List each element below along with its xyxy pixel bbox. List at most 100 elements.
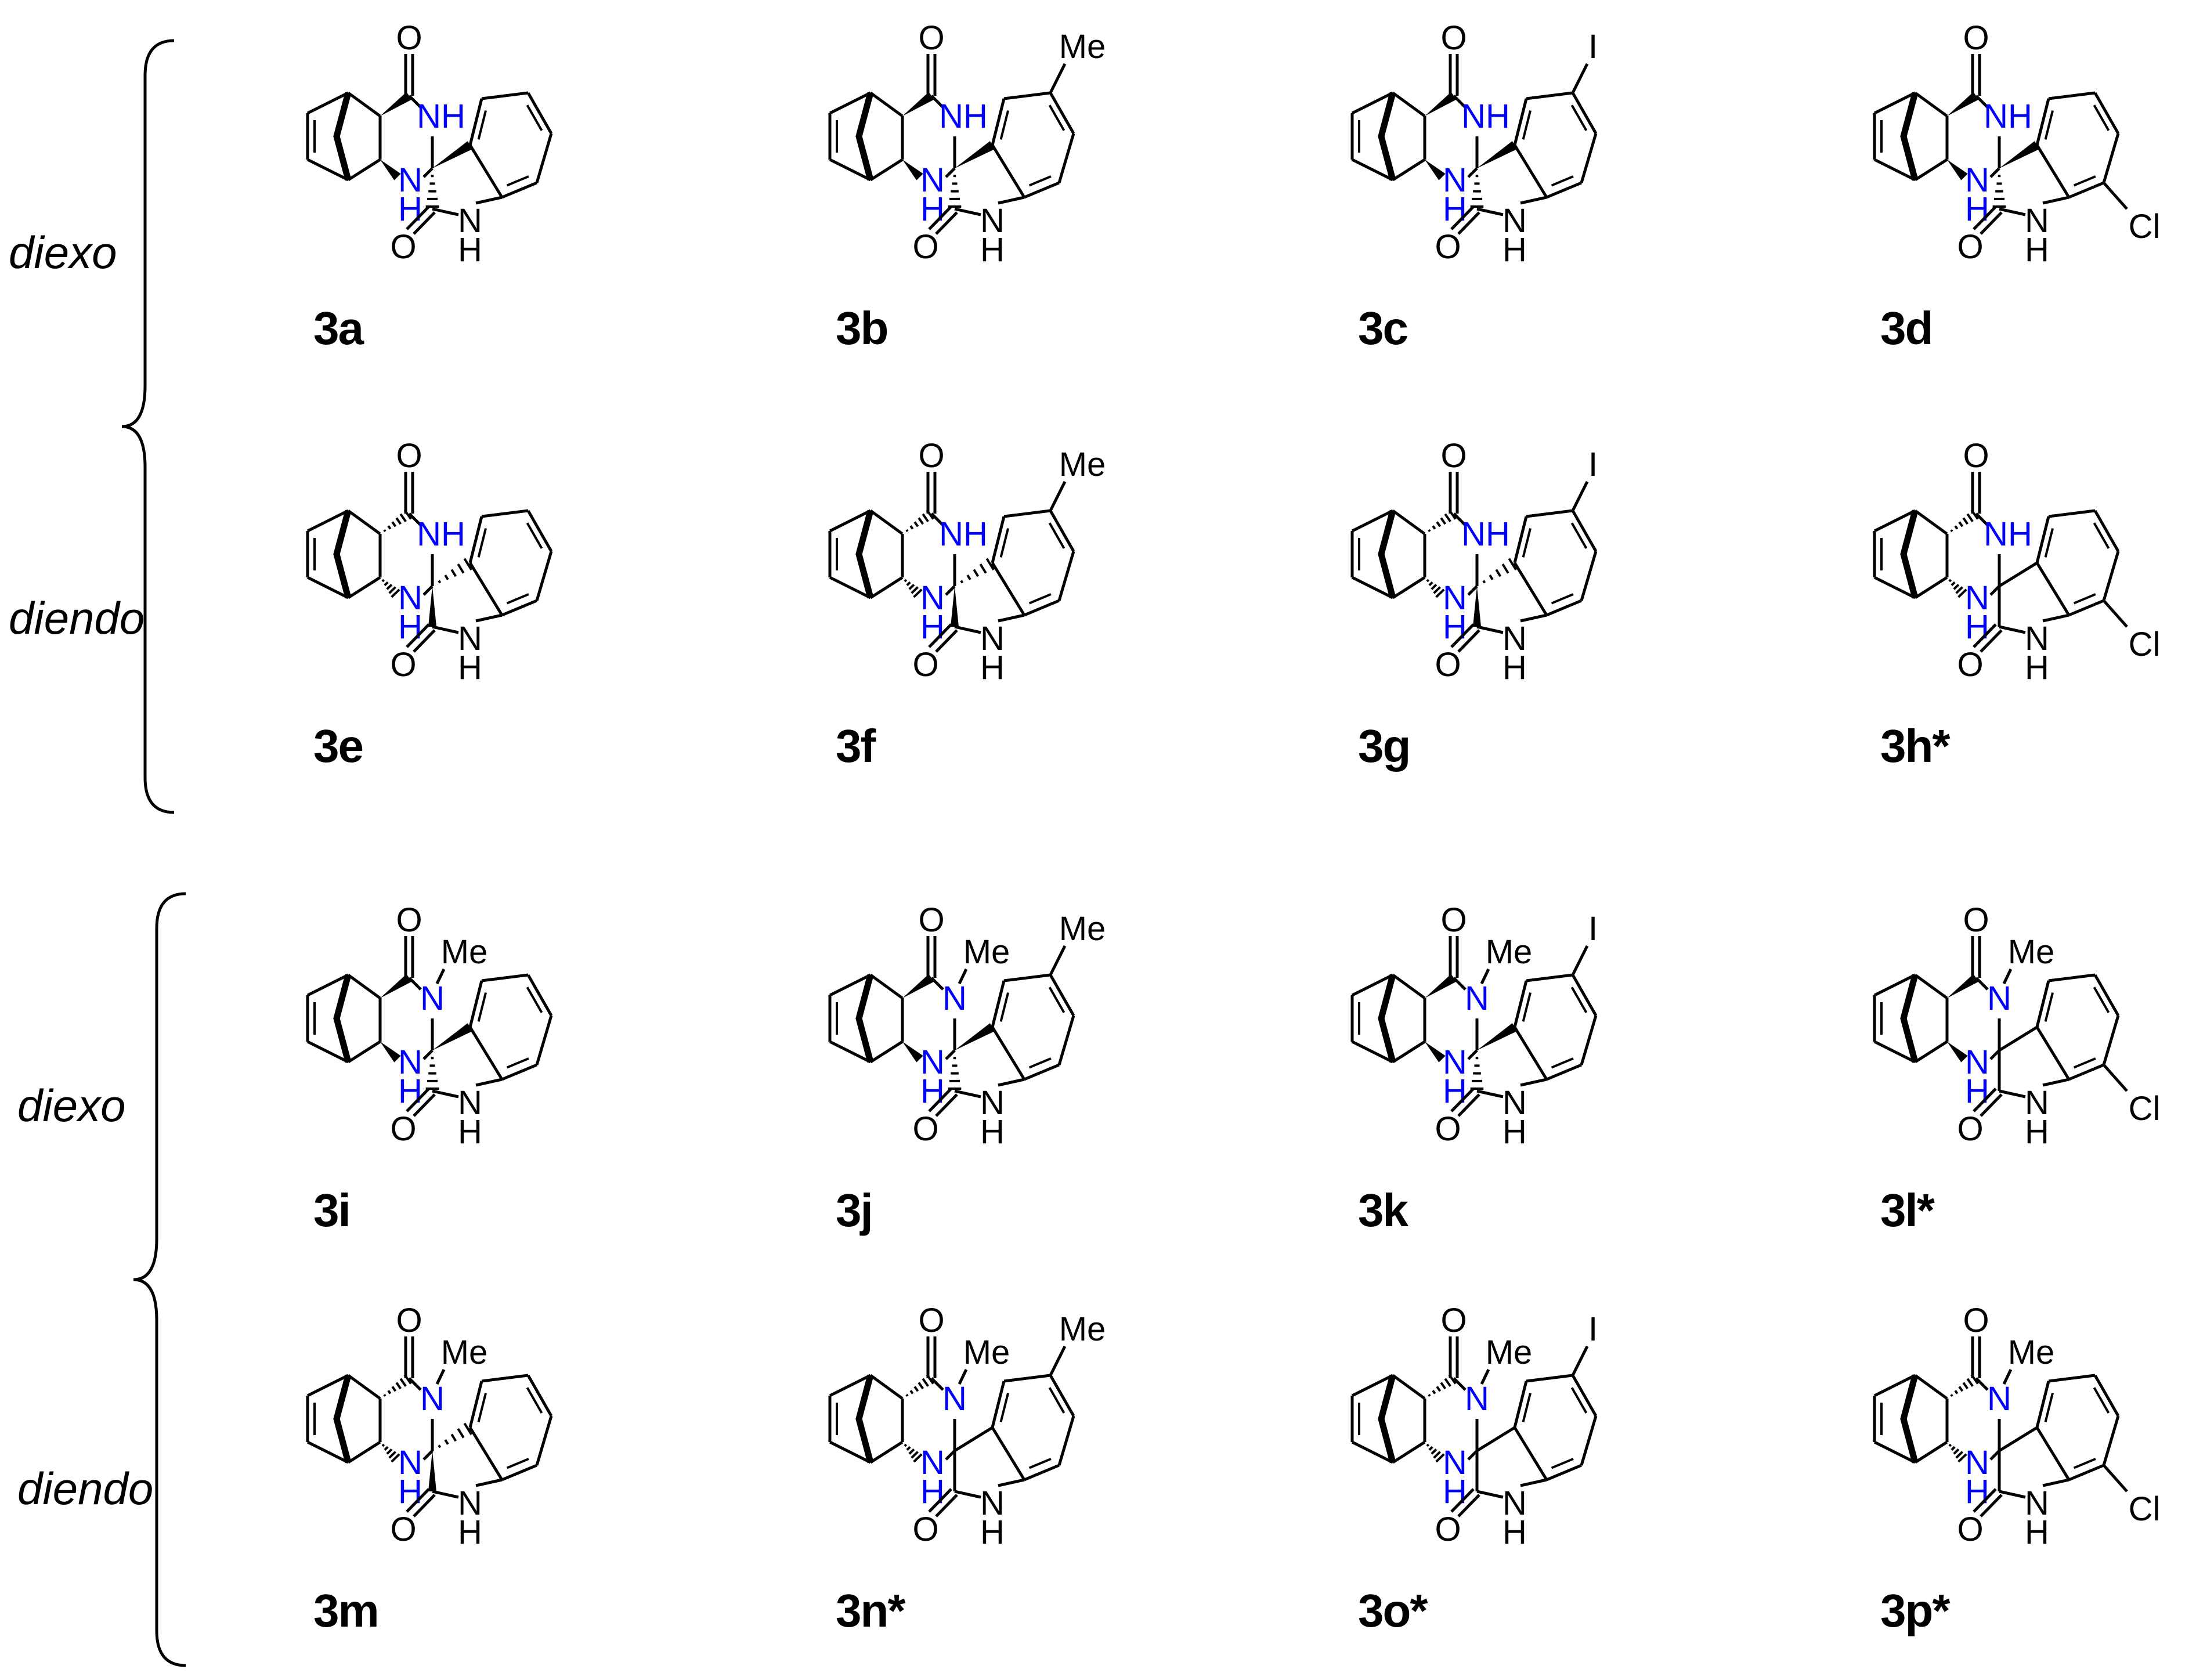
amine-nitrogen: N [920,161,945,199]
lactam-oxygen: O [912,228,938,266]
n-methyl-nitrogen: N [420,980,445,1017]
n-methyl-nitrogen: N [420,1380,445,1418]
substituent-cl: Cl [2129,626,2161,663]
lactam-oxygen: O [390,1110,416,1148]
carbonyl-oxygen: O [918,437,944,475]
lactam-oxygen: O [390,1511,416,1548]
indole-hydrogen: H [2025,231,2049,269]
indole-hydrogen: H [2025,1113,2049,1151]
lactam-oxygen: O [912,1511,938,1548]
indole-nitrogen: N [2025,1484,2049,1522]
amide-nh: NH [1461,515,1510,553]
carbonyl-oxygen: O [396,437,422,475]
carbonyl-oxygen: O [918,19,944,57]
amine-hydrogen: H [920,1473,945,1511]
amine-hydrogen: H [398,190,422,228]
indole-hydrogen: H [458,1513,482,1551]
indole-nitrogen: N [980,1484,1005,1522]
indole-hydrogen: H [2025,649,2049,687]
amine-hydrogen: H [920,608,945,646]
compound-label: 3i [313,1184,351,1236]
compound-label: 3c [1358,302,1408,354]
compound-label: 3p* [1880,1585,1950,1636]
indole-hydrogen: H [1502,649,1527,687]
amine-hydrogen: H [920,1072,945,1110]
indole-nitrogen: N [980,1084,1005,1122]
amine-nitrogen: N [920,1444,945,1482]
amine-hydrogen: H [398,1473,422,1511]
lactam-oxygen: O [1435,1511,1461,1548]
amine-nitrogen: N [398,1444,422,1482]
carbonyl-oxygen: O [1440,19,1467,57]
n-methyl-label: Me [2008,933,2055,971]
indole-nitrogen: N [458,1484,482,1522]
amine-nitrogen: N [1965,161,1989,199]
compound-label: 3d [1880,302,1933,354]
n-methyl-label: Me [963,1334,1010,1371]
carbonyl-oxygen: O [396,901,422,939]
curly-brace [121,39,175,814]
compound-label: 3h* [1880,720,1950,772]
amine-hydrogen: H [920,190,945,228]
indole-hydrogen: H [1502,1513,1527,1551]
indole-nitrogen: N [1502,1484,1527,1522]
lactam-oxygen: O [912,646,938,684]
indole-hydrogen: H [2025,1513,2049,1551]
amine-hydrogen: H [1443,1072,1467,1110]
n-methyl-label: Me [1486,1334,1533,1371]
n-methyl-nitrogen: N [1465,980,1489,1017]
substituent-me: Me [1059,1310,1106,1348]
amide-nh: NH [417,97,465,135]
group-label-diendo: diendo [9,592,145,644]
lactam-oxygen: O [912,1110,938,1148]
indole-nitrogen: N [1502,620,1527,657]
indole-hydrogen: H [458,1113,482,1151]
substituent-me: Me [1059,28,1106,66]
substituent-i: I [1588,1310,1598,1348]
amine-nitrogen: N [1443,1043,1467,1081]
lactam-oxygen: O [1957,1511,1983,1548]
amide-nh: NH [939,97,988,135]
substituent-cl: Cl [2129,208,2161,245]
n-methyl-label: Me [441,1334,488,1371]
n-methyl-label: Me [963,933,1010,971]
carbonyl-oxygen: O [918,1302,944,1339]
amide-nh: NH [939,515,988,553]
indole-nitrogen: N [458,202,482,240]
amide-nh: NH [1984,515,2032,553]
carbonyl-oxygen: O [1963,1302,1989,1339]
n-methyl-nitrogen: N [1987,1380,2011,1418]
lactam-oxygen: O [390,228,416,266]
amine-nitrogen: N [1965,1444,1989,1482]
carbonyl-oxygen: O [1963,19,1989,57]
indole-hydrogen: H [980,1113,1005,1151]
group-label-diexo: diexo [17,1080,126,1131]
n-methyl-nitrogen: N [942,1380,967,1418]
lactam-oxygen: O [1435,1110,1461,1148]
compound-label: 3m [313,1585,380,1636]
carbonyl-oxygen: O [1963,901,1989,939]
substituent-i: I [1588,910,1598,948]
indole-nitrogen: N [458,620,482,657]
group-label-diendo: diendo [17,1463,154,1514]
carbonyl-oxygen: O [1440,901,1467,939]
lactam-oxygen: O [1435,228,1461,266]
compound-label: 3j [836,1184,873,1236]
curly-brace [133,892,186,1667]
n-methyl-nitrogen: N [942,980,967,1017]
